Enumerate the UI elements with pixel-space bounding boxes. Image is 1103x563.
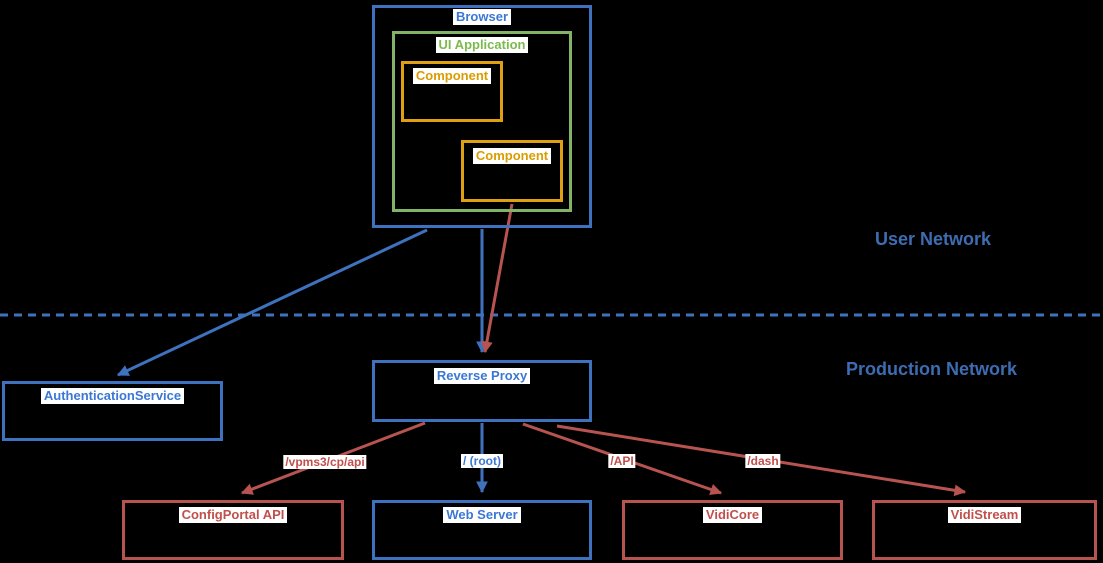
edge-label-root: / (root) — [461, 454, 503, 468]
node-reverse-proxy: Reverse Proxy — [372, 360, 592, 422]
node-web-server-label: Web Server — [443, 507, 521, 523]
node-authentication-service-label: AuthenticationService — [40, 388, 185, 404]
node-component-2-label: Component — [472, 148, 552, 164]
node-vidistream-label: VidiStream — [947, 507, 1022, 523]
production-network-zone-label: Production Network — [846, 359, 1018, 379]
node-vidistream: VidiStream — [872, 500, 1097, 560]
node-component-1-label: Component — [412, 68, 492, 84]
node-configportal-api-label: ConfigPortal API — [178, 507, 288, 523]
edge-browser-to-authentication-service — [116, 228, 428, 377]
node-browser: Browser — [372, 5, 592, 228]
node-ui-application-label: UI Application — [435, 37, 529, 53]
node-vidicore-label: VidiCore — [702, 507, 763, 523]
node-ui-application: UI Application — [392, 31, 572, 212]
node-web-server: Web Server — [372, 500, 592, 560]
node-vidicore: VidiCore — [622, 500, 843, 560]
node-component-2: Component — [461, 140, 563, 202]
user-network-zone-label: User Network — [875, 229, 992, 249]
edge-label-api: /API — [608, 454, 636, 468]
node-reverse-proxy-label: Reverse Proxy — [433, 368, 531, 384]
node-authentication-service: AuthenticationService — [2, 381, 223, 441]
edge-label-vpms3-cp-api: /vpms3/cp/api — [283, 455, 367, 469]
edge-component2-to-reverse-proxy — [481, 203, 514, 354]
edge-label-dash: /dash — [745, 454, 781, 468]
node-configportal-api: ConfigPortal API — [122, 500, 344, 560]
node-component-1: Component — [401, 61, 503, 122]
node-browser-label: Browser — [452, 9, 512, 25]
